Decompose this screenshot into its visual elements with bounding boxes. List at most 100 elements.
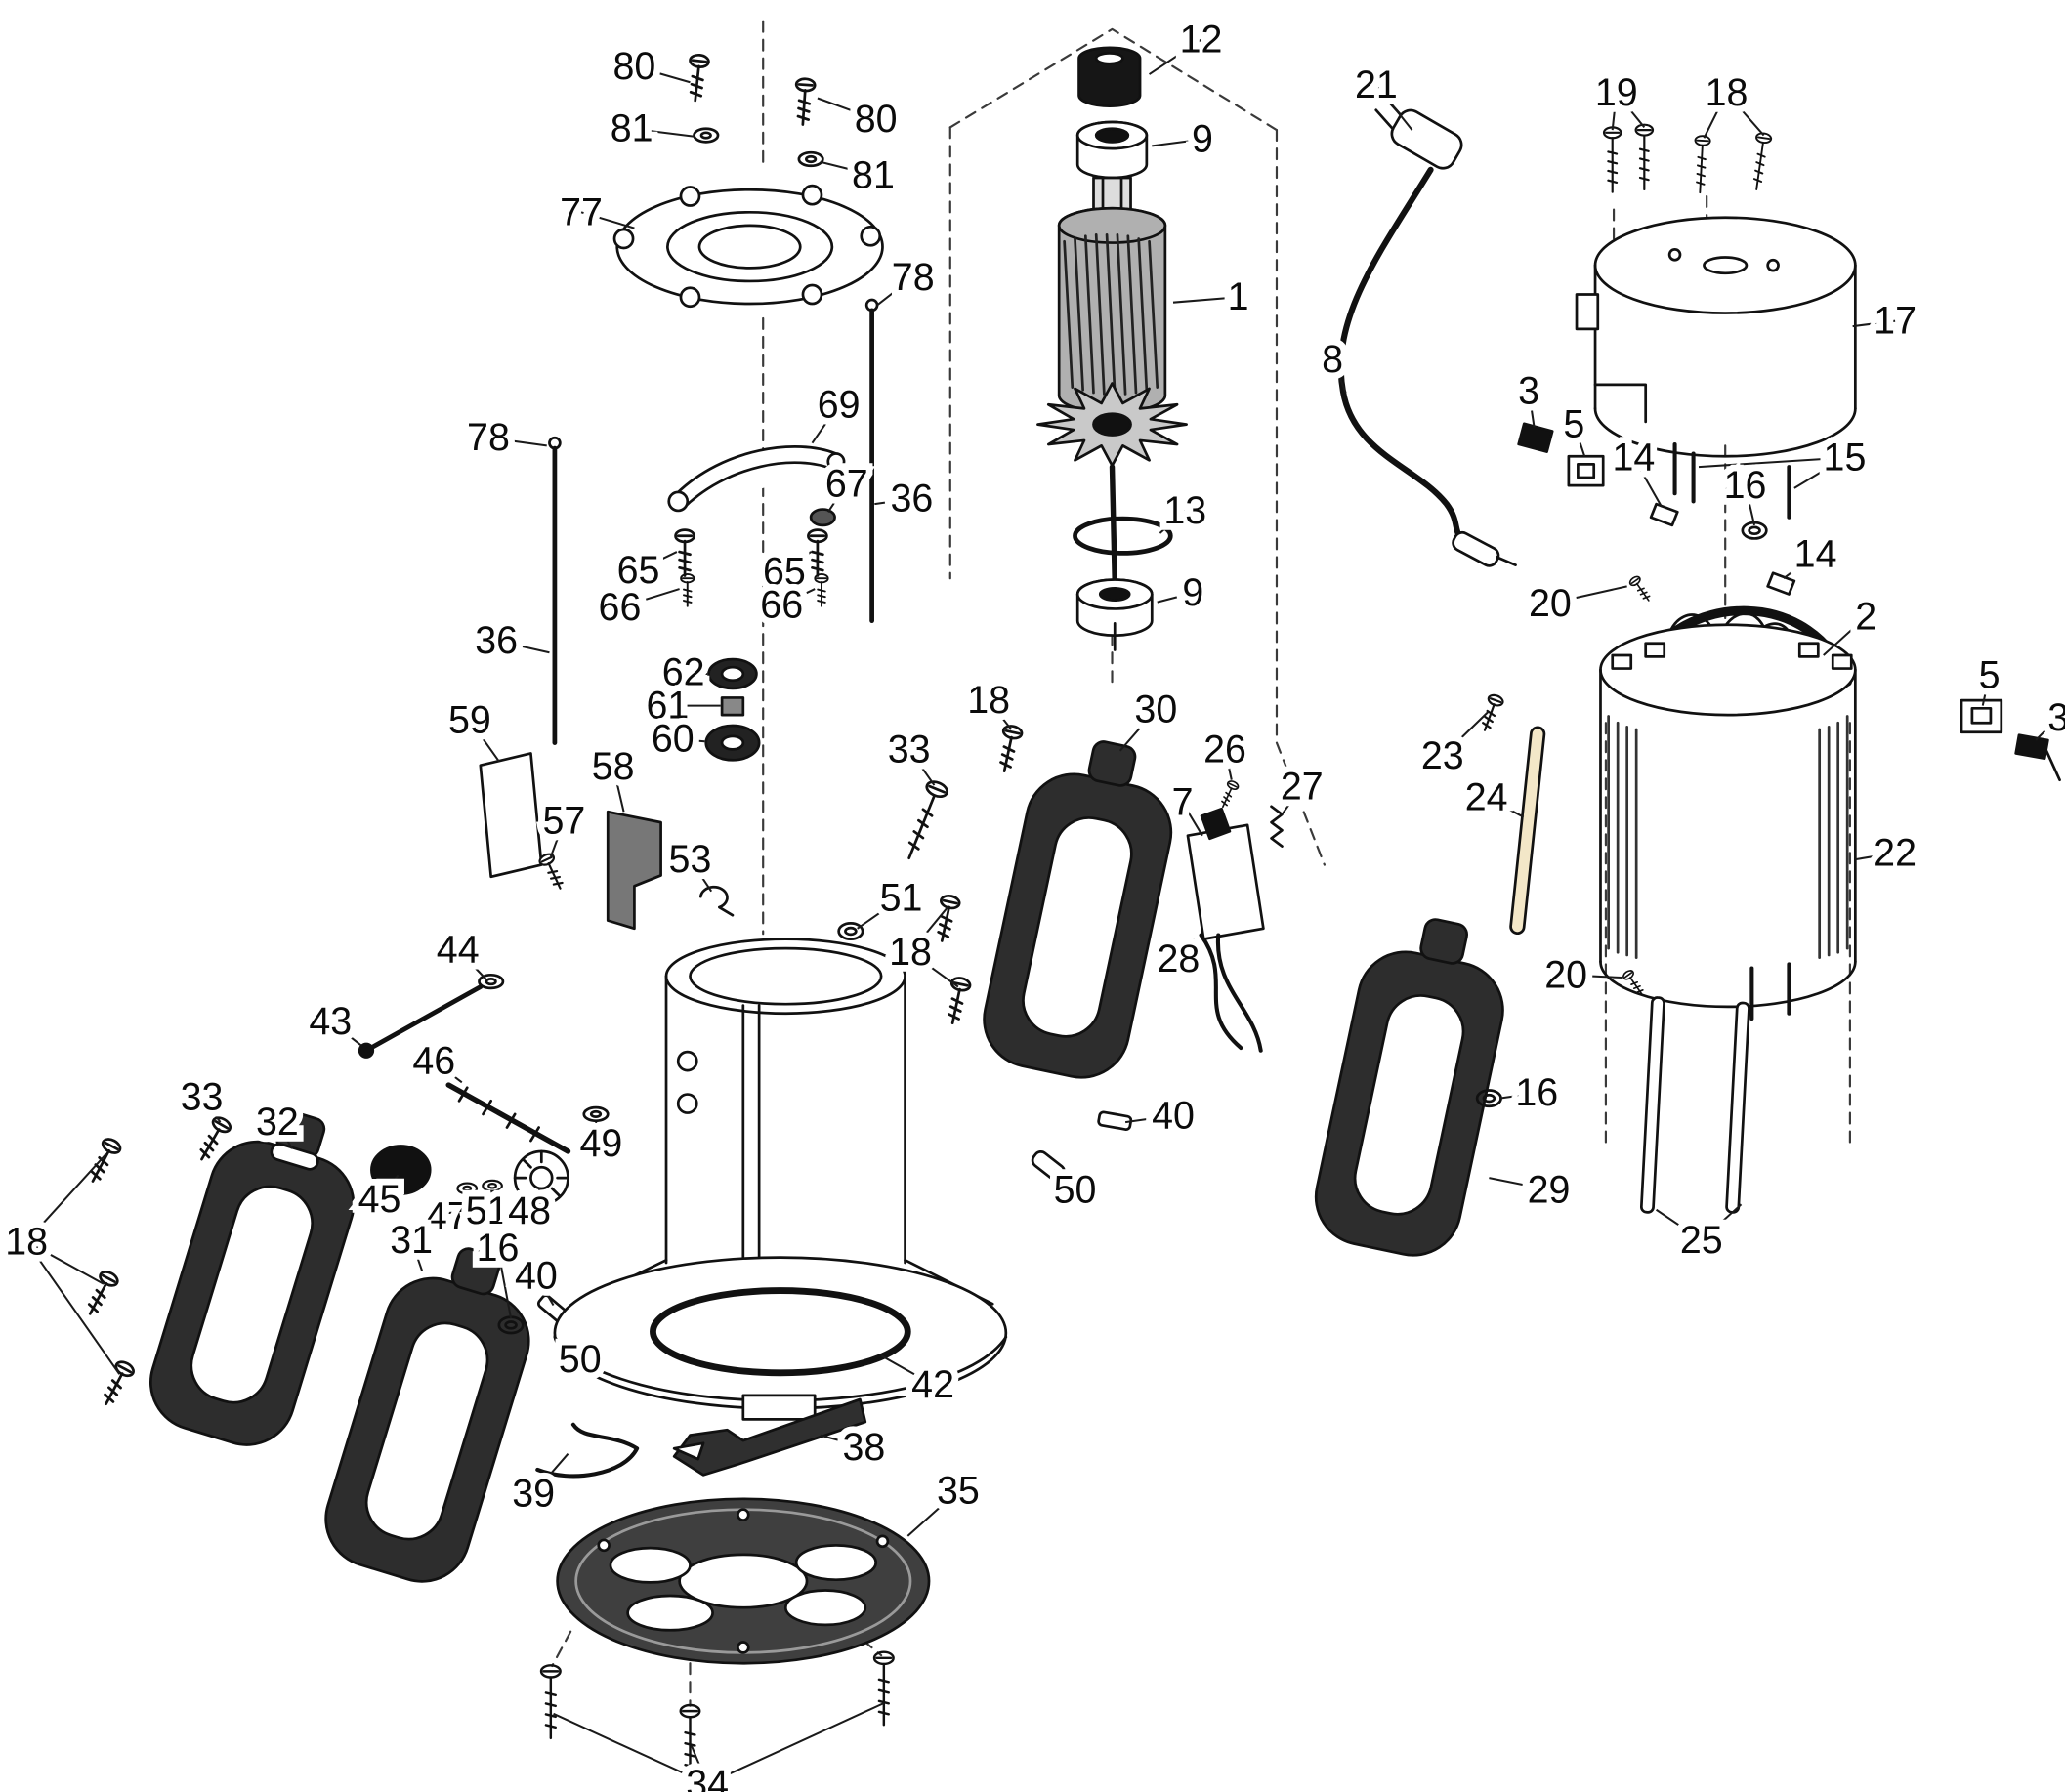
part-callout-18: 18 — [5, 1220, 48, 1263]
part-callout-46: 46 — [412, 1040, 455, 1083]
part-callout-50: 50 — [559, 1338, 602, 1381]
part-callout-32: 32 — [256, 1101, 299, 1144]
clamp-ring-illustration — [612, 184, 884, 309]
part-callout-62: 62 — [662, 651, 705, 694]
part-callout-20: 20 — [1529, 582, 1572, 625]
callout-leader-line — [780, 588, 816, 606]
part-callout-39: 39 — [512, 1472, 555, 1515]
part-callout-57: 57 — [543, 800, 586, 843]
callout-leader-line — [1148, 38, 1202, 75]
part-callout-33: 33 — [181, 1075, 224, 1118]
callout-leader-line — [378, 1174, 400, 1200]
guide-rods-illustration — [548, 298, 879, 745]
part-callout-78: 78 — [467, 416, 510, 459]
part-callout-58: 58 — [592, 745, 635, 788]
part-callout-5: 5 — [1563, 403, 1584, 446]
callout-leader-line — [580, 211, 635, 229]
part-callout-49: 49 — [580, 1122, 623, 1165]
part-callout-28: 28 — [1158, 938, 1201, 980]
handle-left-outer-illustration — [137, 1093, 378, 1458]
part-callout-66: 66 — [760, 583, 803, 626]
cord-set-illustration — [1337, 95, 1517, 567]
switch-illustration — [1186, 778, 1284, 1053]
callout-leader-line — [25, 1152, 107, 1243]
part-callout-33: 33 — [888, 728, 931, 771]
part-callout-18: 18 — [1706, 71, 1749, 114]
callout-leader-line — [528, 1188, 541, 1212]
field-assembly-illustration — [1599, 605, 1857, 1021]
callout-leader-line — [909, 906, 948, 953]
part-callout-25: 25 — [1680, 1219, 1723, 1262]
part-callout-3: 3 — [1518, 370, 1539, 413]
callout-leader-line — [1855, 852, 1896, 861]
callout-leader-line — [783, 551, 812, 573]
part-callout-2: 2 — [1855, 596, 1876, 639]
label-plate-illustration — [479, 752, 543, 879]
callout-leader-line — [495, 640, 550, 654]
part-callout-67: 67 — [825, 463, 868, 506]
callout-leader-line — [1442, 710, 1491, 757]
part-callout-77: 77 — [560, 190, 603, 233]
part-callout-24: 24 — [1465, 775, 1508, 818]
callout-leader-line — [1118, 708, 1158, 752]
part-callout-17: 17 — [1874, 300, 1917, 343]
callout-leader-line — [1499, 1092, 1538, 1100]
part-callout-36: 36 — [890, 478, 933, 521]
part-callout-8: 8 — [1322, 338, 1343, 381]
callout-leader-line — [631, 127, 696, 138]
part-callout-80: 80 — [613, 45, 656, 88]
callout-leader-line — [634, 64, 691, 84]
part-callout-61: 61 — [646, 685, 689, 728]
part-callout-50: 50 — [1054, 1168, 1097, 1211]
callout-leader-line — [909, 951, 959, 988]
sub-base-illustration — [556, 1497, 931, 1665]
callout-leader-line — [1852, 319, 1896, 328]
part-callout-43: 43 — [309, 1000, 352, 1043]
part-callout-51: 51 — [880, 877, 923, 920]
callout-leader-line — [1703, 92, 1728, 139]
part-callout-3: 3 — [2047, 696, 2065, 739]
callout-leader-line — [1124, 1114, 1174, 1124]
motor-housing-illustration — [1575, 123, 1857, 458]
part-callout-66: 66 — [599, 586, 642, 629]
callout-leader-line — [672, 737, 705, 743]
callout-leader-line — [446, 1192, 467, 1218]
armature-illustration — [1036, 46, 1188, 651]
callout-leader-line — [456, 948, 486, 980]
base-housing-illustration — [553, 938, 1008, 1421]
part-callout-48: 48 — [508, 1189, 551, 1232]
callout-leader-line — [1152, 138, 1203, 147]
callout-leader-line — [1698, 456, 1845, 469]
callout-leader-layer — [25, 38, 2059, 1785]
part-callout-9: 9 — [1182, 571, 1203, 614]
callout-leader-line — [532, 1452, 569, 1495]
part-callout-51: 51 — [466, 1189, 509, 1232]
part-callout-31: 31 — [390, 1219, 433, 1262]
diagram-artwork — [80, 20, 2061, 1779]
part-callout-22: 22 — [1874, 831, 1917, 874]
callout-leader-line — [329, 1021, 362, 1047]
part-callout-40: 40 — [515, 1255, 558, 1298]
callout-leader-line — [1793, 456, 1845, 489]
handle-pin-illustration — [270, 1143, 319, 1171]
callout-leader-line — [1744, 484, 1756, 526]
part-callout-5: 5 — [1979, 653, 2001, 696]
callout-leader-line — [820, 1434, 864, 1448]
part-callout-30: 30 — [1134, 688, 1177, 731]
callout-leader-line — [817, 97, 877, 121]
callout-leader-line — [2035, 717, 2059, 741]
part-callout-15: 15 — [1824, 437, 1867, 479]
part-callout-16: 16 — [1515, 1071, 1558, 1114]
callout-leader-line — [570, 1344, 581, 1360]
callout-leader-line — [25, 1240, 105, 1285]
callout-leader-line — [820, 160, 874, 177]
part-callout-1: 1 — [1228, 275, 1249, 318]
brush-parts-illustration — [1475, 422, 2061, 1108]
handle-right-outer-illustration — [1305, 905, 1521, 1266]
callout-leader-line — [1615, 92, 1646, 129]
callout-leader-line — [553, 1712, 708, 1785]
callout-leader-line — [433, 1060, 463, 1084]
depth-bracket-illustration — [667, 445, 846, 527]
spring-bars-illustration — [1639, 996, 1750, 1214]
callout-leader-line — [1823, 615, 1867, 656]
